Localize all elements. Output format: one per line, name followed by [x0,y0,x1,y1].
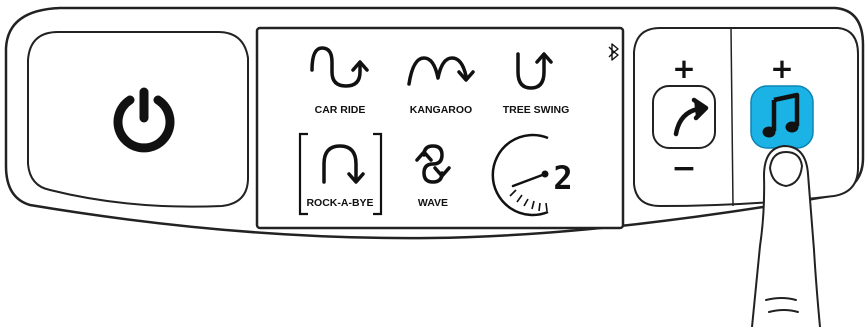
speed-level: 2 [553,159,572,197]
motion-minus-button[interactable]: − [671,151,696,186]
svg-text:−: − [671,151,696,186]
mode-label: KANGAROO [410,104,472,116]
svg-text:+: + [672,52,695,85]
motion-plus-button[interactable]: + [672,52,695,85]
music-button[interactable] [751,86,813,148]
mode-label: TREE SWING [503,104,570,116]
mode-label: CAR RIDE [315,104,366,116]
volume-plus-button[interactable]: + [770,52,793,85]
power-button[interactable] [28,32,248,207]
mode-label: WAVE [418,197,448,209]
mode-display: CAR RIDE KANGAROO TREE SWING [257,28,623,228]
motion-button[interactable] [653,86,715,148]
right-control-pod: + − + [634,28,858,206]
svg-text:+: + [770,52,793,85]
mode-label: ROCK-A-BYE [306,197,373,209]
